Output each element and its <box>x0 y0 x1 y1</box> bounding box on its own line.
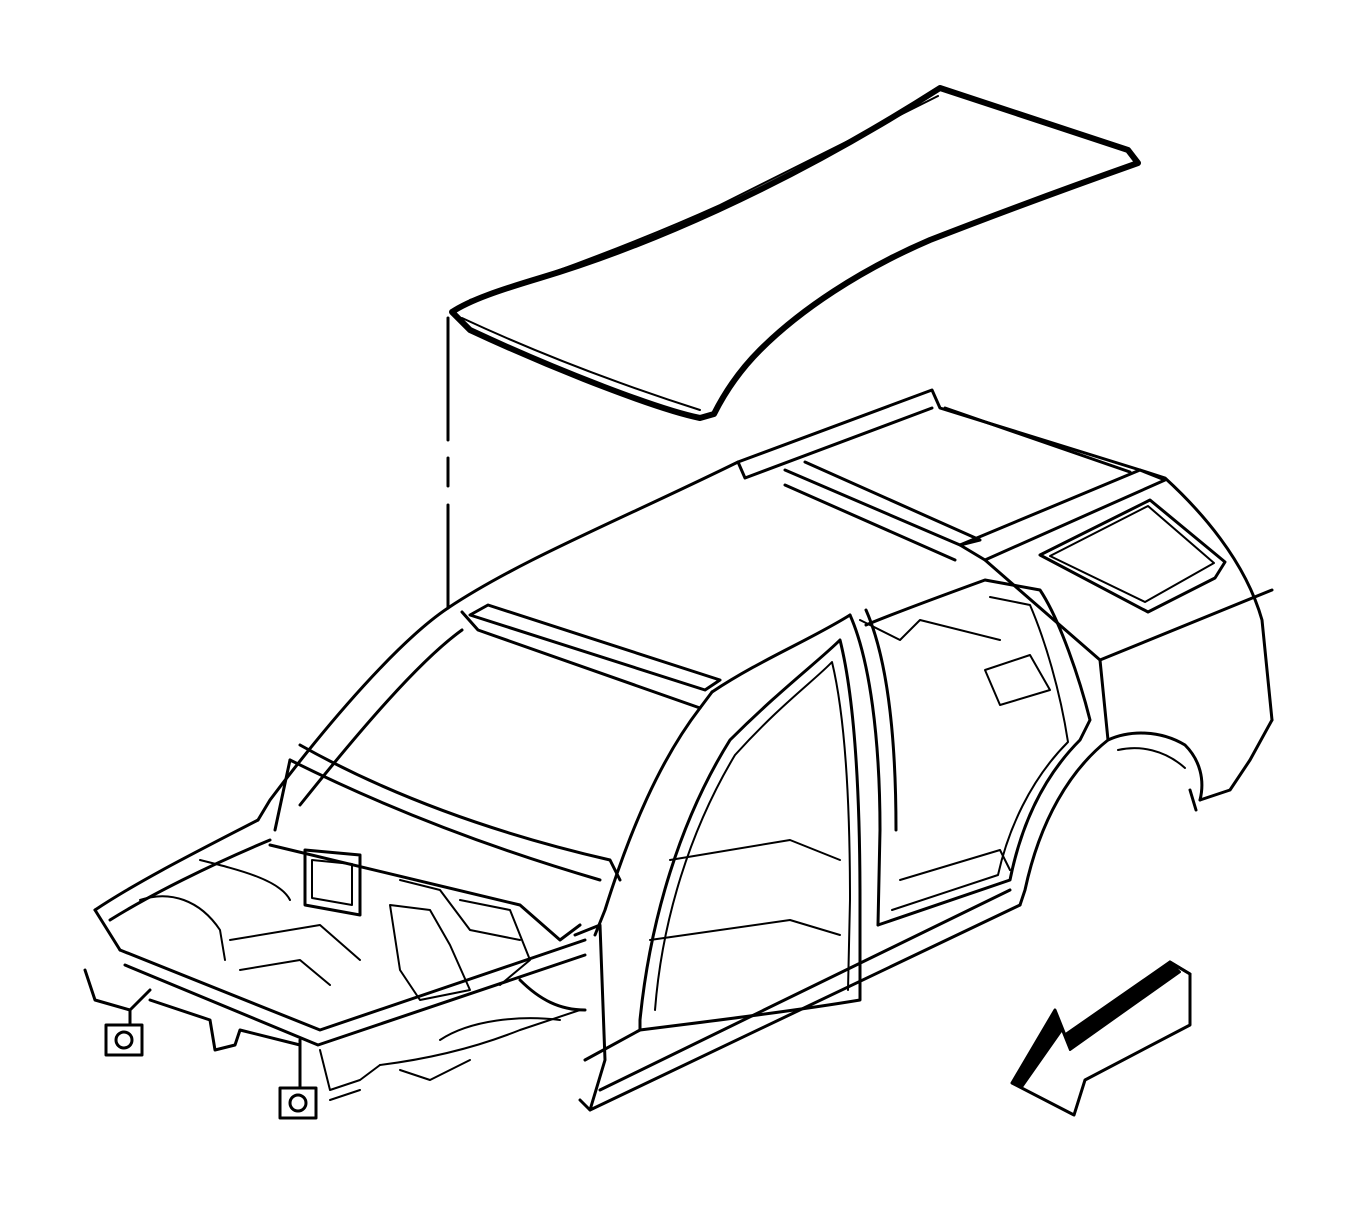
vehicle-body-shell <box>83 388 1274 1120</box>
roof-panel-insulator <box>449 85 1141 421</box>
front-direction-arrow <box>1010 960 1192 1117</box>
